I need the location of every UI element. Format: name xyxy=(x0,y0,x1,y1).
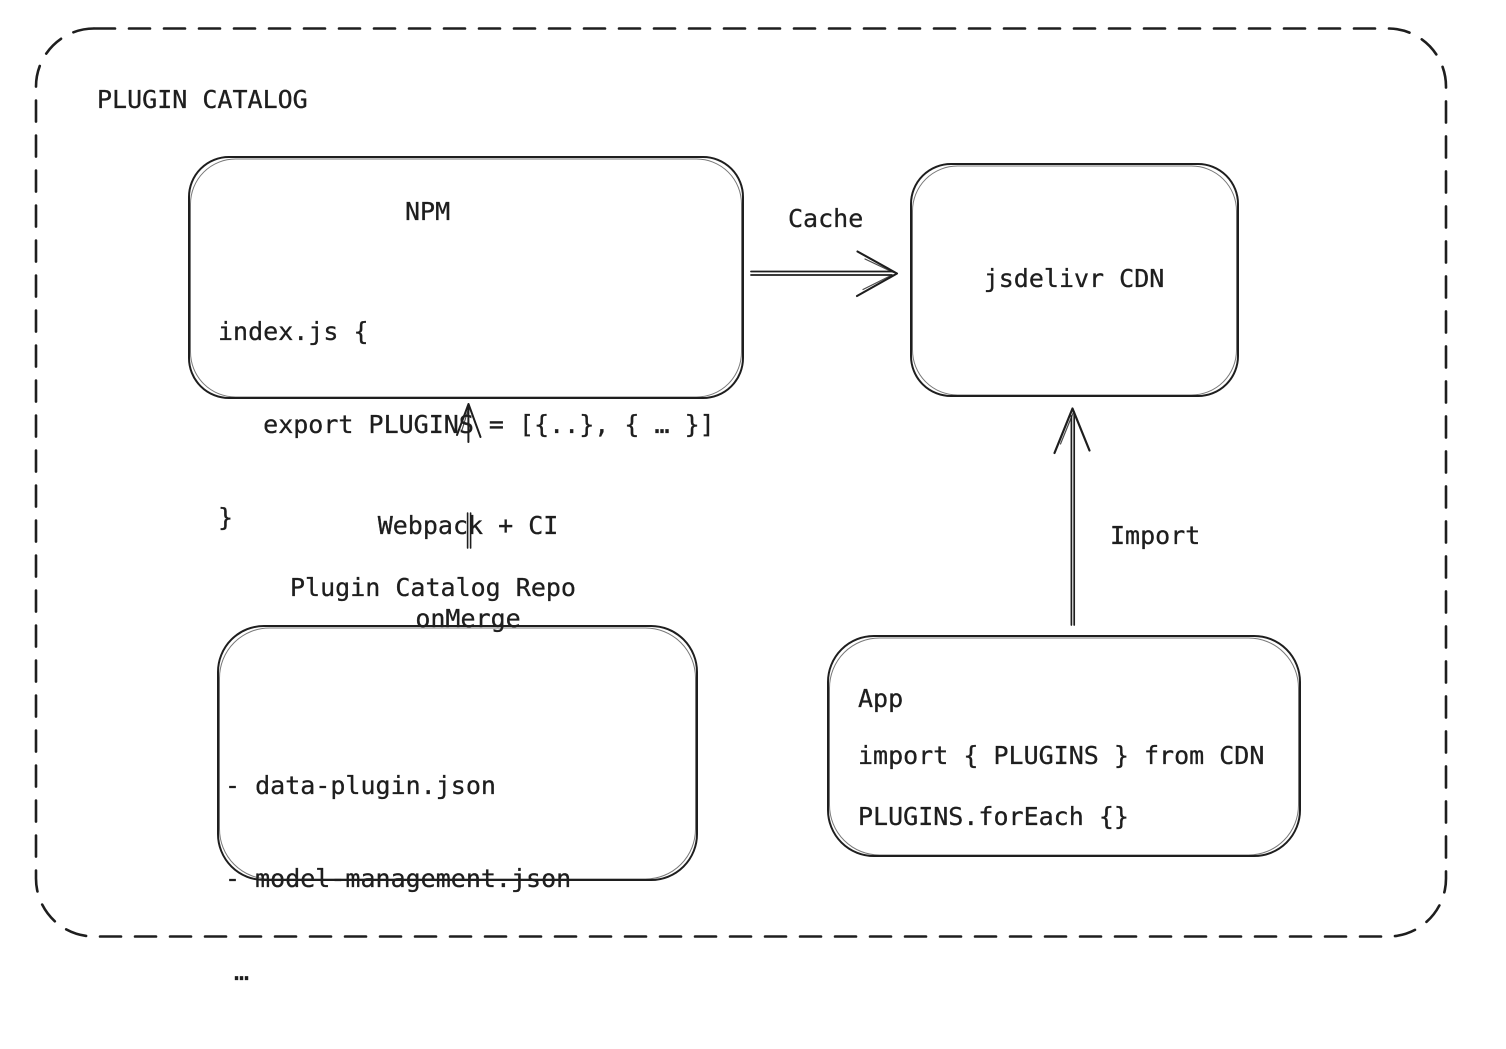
npm-node-title: NPM xyxy=(405,197,451,226)
import-arrow-shape xyxy=(1053,407,1091,626)
npm-code-line: index.js { xyxy=(218,317,369,346)
npm-code-line: export PLUGINS = [{..}, { … }] xyxy=(218,410,715,439)
build-arrow-label: Webpack + CI onMerge xyxy=(318,448,618,696)
npm-node-shape xyxy=(188,156,744,399)
app-code-line: PLUGINS.forEach {} xyxy=(858,802,1129,831)
diagram-title: PLUGIN CATALOG xyxy=(97,85,308,114)
repo-file-item: … xyxy=(234,957,250,986)
repo-file-list: - data-plugin.json - model-management.js… xyxy=(225,708,571,1049)
repo-node-title: Plugin Catalog Repo xyxy=(290,573,576,602)
build-arrow-label-line: Webpack + CI xyxy=(377,511,559,540)
repo-file-item: - data-plugin.json xyxy=(225,771,496,800)
cdn-node-shape xyxy=(910,163,1239,397)
import-arrow-label: Import xyxy=(1110,521,1201,550)
cdn-node-label: jsdelivr CDN xyxy=(983,264,1165,293)
app-node-shape xyxy=(827,635,1301,857)
app-node-title: App xyxy=(858,684,904,713)
repo-node-shape xyxy=(217,625,698,881)
repo-file-item: - model-management.json xyxy=(225,864,572,893)
build-arrow-label-line: onMerge xyxy=(415,604,521,633)
npm-code-block: index.js { export PLUGINS = [{..}, { … }… xyxy=(218,254,715,595)
npm-code-line: } xyxy=(218,503,234,532)
build-arrow-shape xyxy=(456,403,482,549)
diagram-shapes-layer xyxy=(34,27,1448,938)
cache-arrow-shape xyxy=(750,250,899,298)
plugin-catalog-boundary xyxy=(34,27,1448,938)
app-code-line: import { PLUGINS } from CDN xyxy=(858,741,1265,770)
cache-arrow-label: Cache xyxy=(788,204,864,233)
diagram-canvas: PLUGIN CATALOG NPM index.js { export PLU… xyxy=(34,27,1448,986)
